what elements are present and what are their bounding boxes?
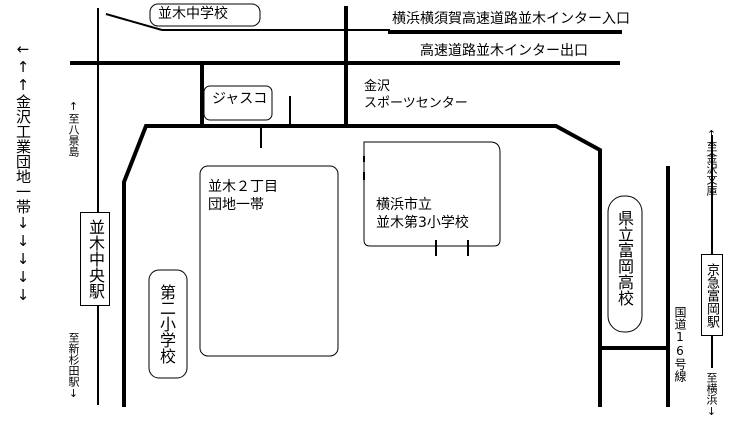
junior-high-label: 並木中学校 — [158, 6, 228, 22]
namiki3-elementary-line2: 並木第3小学校 — [376, 215, 469, 231]
keikyu-tomioka-station-label: 京急富岡駅 — [704, 263, 719, 328]
to-yokohama-direction: 至横浜↓ — [705, 372, 718, 418]
kanazawa-industrial-direction: ←↑↑金沢工業団地一帯↓↓↓↓↓ — [14, 40, 32, 304]
namiki-2chome-line2: 団地一帯 — [208, 197, 264, 213]
daini-elementary-block — [148, 269, 188, 379]
sports-center-line2: スポーツセンター — [364, 96, 468, 111]
sports-center-line1: 金沢 — [364, 79, 391, 94]
namiki3-elementary-line1: 横浜市立 — [376, 197, 432, 213]
to-shinsugita-direction: 至新杉田駅↓ — [67, 332, 80, 400]
to-kanazawa-bunko-direction: ↑至金沢文庫 — [705, 128, 718, 196]
expressway-entrance-label: 横浜横須賀高速道路並木インター入口 — [392, 11, 630, 27]
junior-high-block — [149, 3, 261, 27]
daini-elementary-label: 第二小学校 — [157, 284, 176, 364]
jusco-block — [203, 85, 273, 121]
namiki-chuo-station-box: 並木中央駅 — [80, 212, 110, 306]
namiki3-elementary-block — [363, 141, 501, 247]
expressway-exit-label: 高速道路並木インター出口 — [420, 43, 588, 59]
namiki-2chome-line1: 並木２丁目 — [208, 179, 278, 195]
to-hakkeijima-direction: ↑至八景島 — [67, 100, 80, 157]
route16-label: 国道16号線 — [673, 306, 687, 382]
tomioka-high-label: 県立富岡高校 — [615, 210, 634, 306]
road-main-loop — [122, 124, 602, 407]
tomioka-high-block — [607, 195, 643, 333]
namiki-2chome-block — [199, 165, 339, 357]
keikyu-tomioka-station-box: 京急富岡駅 — [701, 254, 723, 336]
namiki-chuo-station-label: 並木中央駅 — [86, 219, 105, 299]
road-to-junior-high — [105, 13, 163, 31]
jusco-label: ジャスコ — [212, 91, 268, 107]
